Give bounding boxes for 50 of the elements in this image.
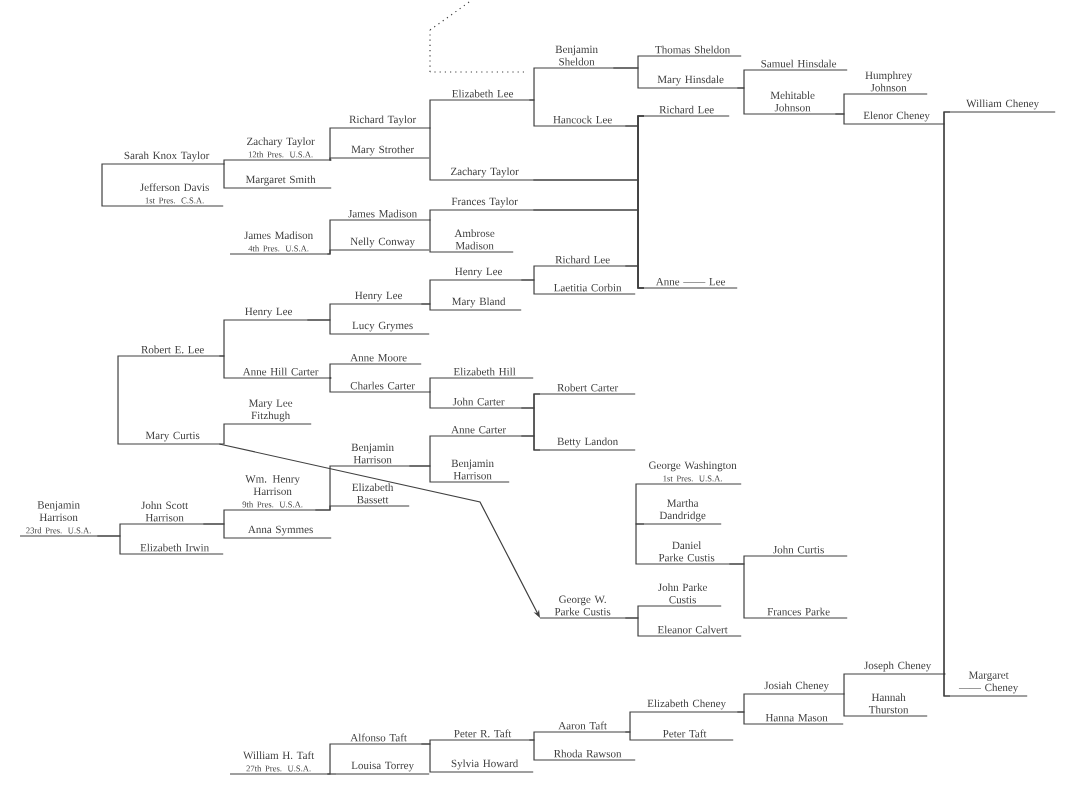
connector-line bbox=[943, 673, 951, 697]
connector-line bbox=[943, 111, 951, 675]
connector-line bbox=[428, 127, 437, 181]
connector-line bbox=[528, 99, 541, 127]
connector-line bbox=[428, 219, 437, 253]
connector-line bbox=[624, 731, 637, 741]
connector-line bbox=[218, 319, 231, 357]
connector-line bbox=[624, 711, 637, 733]
connector-line bbox=[520, 279, 541, 295]
connector-line bbox=[635, 523, 645, 565]
connector-line bbox=[842, 693, 851, 717]
connector-line bbox=[635, 483, 645, 525]
connector-line bbox=[736, 87, 751, 115]
connector-line bbox=[834, 113, 851, 125]
connector-line bbox=[420, 743, 437, 773]
connector-line bbox=[624, 265, 645, 289]
connector-line bbox=[222, 163, 231, 189]
connector-line bbox=[842, 673, 851, 695]
connector-line bbox=[101, 163, 127, 207]
connector-line bbox=[528, 731, 541, 741]
connector-line bbox=[624, 617, 645, 637]
connector-line bbox=[218, 423, 231, 445]
connector-line bbox=[728, 563, 751, 619]
connector-line bbox=[117, 355, 127, 445]
connector-line bbox=[428, 209, 437, 221]
connector-line bbox=[222, 159, 231, 165]
connector-line bbox=[428, 99, 437, 129]
connector-line bbox=[96, 535, 127, 555]
connector-line bbox=[326, 249, 337, 255]
connector-line bbox=[736, 711, 751, 725]
connector-line bbox=[408, 435, 437, 467]
connector-line bbox=[420, 303, 437, 311]
connector-line bbox=[218, 355, 231, 379]
connector-line bbox=[520, 435, 541, 451]
connector-line bbox=[326, 743, 337, 775]
connector-line bbox=[329, 127, 337, 161]
connector-line bbox=[314, 505, 337, 511]
connector-line bbox=[612, 67, 645, 89]
connector-line bbox=[306, 319, 337, 335]
connector-line bbox=[428, 377, 437, 393]
connector-line bbox=[326, 219, 337, 255]
connector-line bbox=[329, 377, 337, 393]
connector-line bbox=[428, 391, 437, 409]
connector-line bbox=[202, 523, 231, 539]
connector-line bbox=[326, 773, 337, 775]
connector-line bbox=[329, 157, 337, 161]
connector-line bbox=[528, 67, 541, 101]
connector-line bbox=[329, 363, 337, 379]
connector-line bbox=[528, 739, 541, 761]
arrow bbox=[218, 443, 540, 618]
